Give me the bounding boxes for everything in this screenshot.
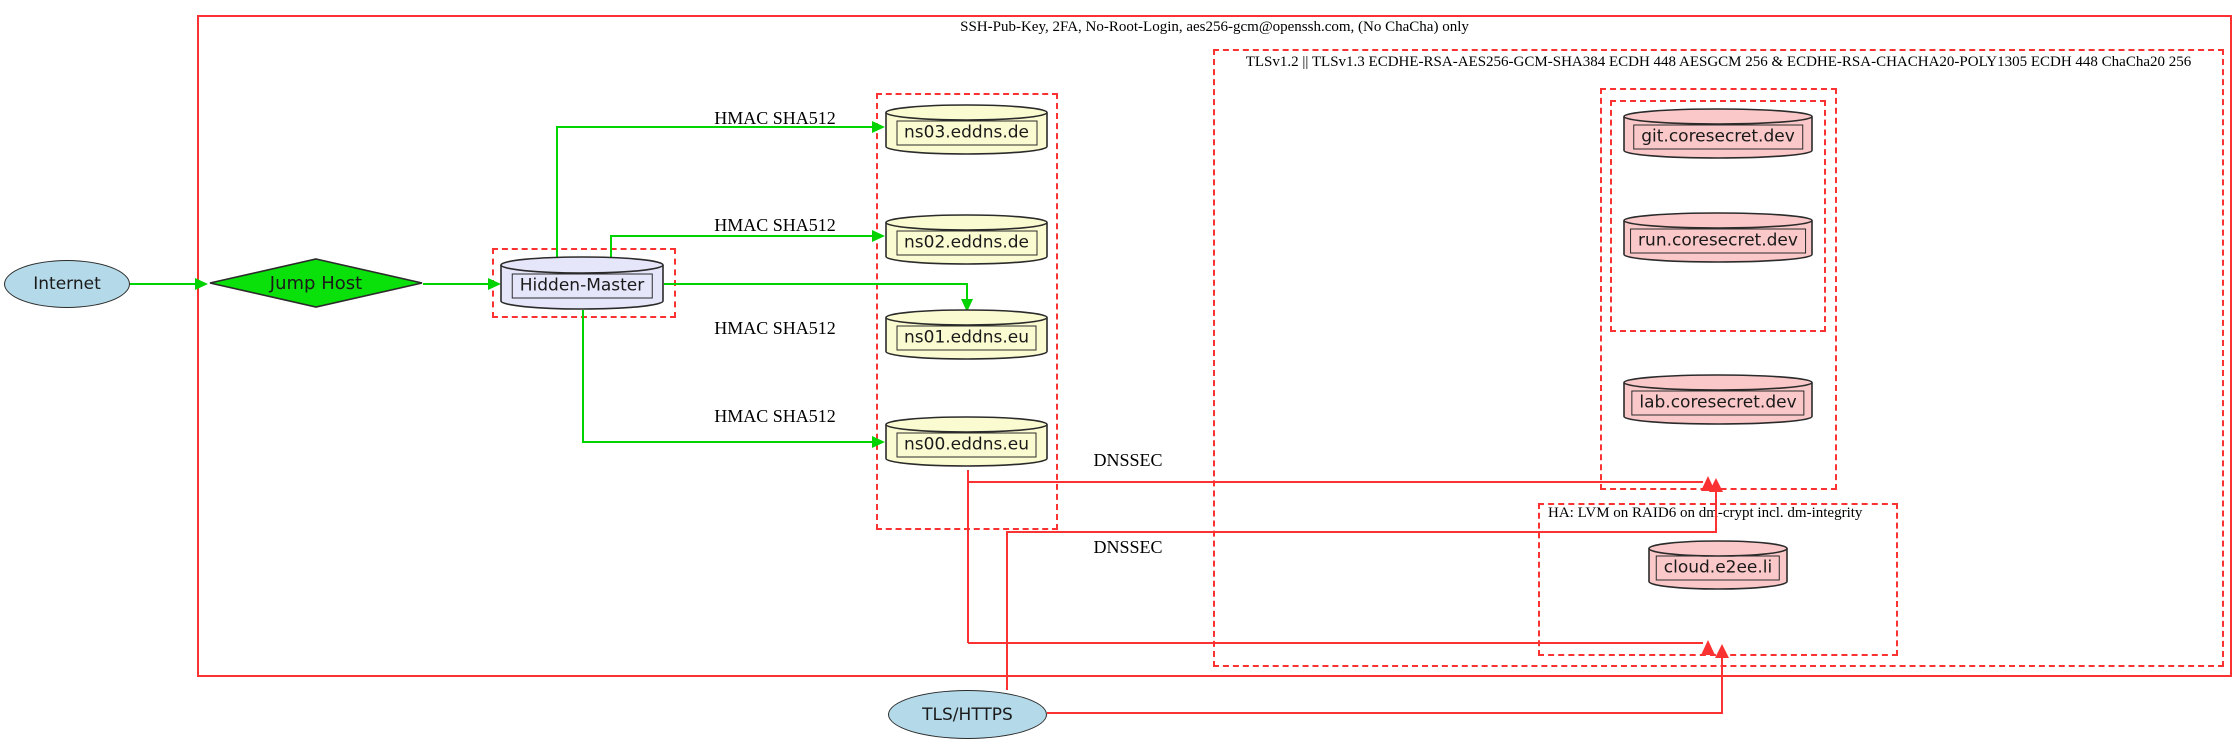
cylinder-shape-icon [1623,108,1813,159]
node-internet: Internet [4,260,130,308]
edge-label-hmac-ns01: HMAC SHA512 [714,318,836,338]
node-internet-label: Internet [33,274,101,294]
arrowhead-dnssec-ha [1701,640,1715,655]
arrowhead-jumphost-hiddenmaster [488,278,501,290]
node-ns00: ns00.eddns.eu [885,416,1048,467]
node-ns03: ns03.eddns.de [885,104,1048,155]
node-ns02-label: ns02.eddns.de [896,230,1037,256]
edge-hm-ns00 [582,310,872,443]
node-tls-https-label: TLS/HTTPS [922,704,1013,725]
node-git-label: git.coresecret.dev [1633,124,1803,150]
node-run: run.coresecret.dev [1623,212,1813,263]
arrowhead-hm-ns01 [961,299,973,312]
arrowhead-hm-ns03 [872,121,885,133]
cluster-tls-boundary [1213,49,2224,667]
node-ns01-label: ns01.eddns.eu [896,325,1037,351]
cylinder-shape-icon [1623,374,1813,425]
node-cloud-label: cloud.e2ee.li [1655,555,1781,581]
edge-hm-ns02 [610,235,872,259]
cluster-ssh-boundary [197,15,2232,677]
cylinder-shape-icon [1623,212,1813,263]
node-tls-https: TLS/HTTPS [888,690,1047,739]
node-cloud: cloud.e2ee.li [1648,540,1788,590]
arrowhead-tls-coresecret [1709,478,1723,492]
ssh-policy-label: SSH-Pub-Key, 2FA, No-Root-Login, aes256-… [960,19,1469,35]
edge-hm-ns01 [664,283,968,299]
cylinder-shape-icon [885,104,1048,155]
edge-tls-coresecret [1006,492,1717,690]
cylinder-shape-icon [885,214,1048,265]
node-ns03-label: ns03.eddns.de [896,120,1037,146]
cluster-coresecret-inner-boundary [1610,100,1826,332]
node-ns02: ns02.eddns.de [885,214,1048,265]
arrowhead-hm-ns02 [872,230,885,242]
node-lab: lab.coresecret.dev [1623,374,1813,425]
cylinder-shape-icon [885,309,1048,360]
node-run-label: run.coresecret.dev [1630,228,1806,254]
node-jump-host: Jump Host [209,258,423,308]
node-git: git.coresecret.dev [1623,108,1813,159]
tls-cipher-label: TLSv1.2 || TLSv1.3 ECDHE-RSA-AES256-GCM-… [1245,54,2192,70]
diamond-shape-icon [209,258,423,308]
node-ns01: ns01.eddns.eu [885,309,1048,360]
cylinder-shape-icon [1648,540,1788,590]
ha-storage-label: HA: LVM on RAID6 on dm-crypt incl. dm-in… [1548,505,1863,521]
node-lab-label: lab.coresecret.dev [1631,390,1805,416]
node-hidden-master-label: Hidden-Master [511,273,653,299]
node-jump-host-label: Jump Host [269,272,363,294]
node-ns00-label: ns00.eddns.eu [896,432,1037,458]
arrowhead-internet-jumphost [195,278,208,290]
edge-tls-ha [1047,658,1723,714]
arrowhead-tls-ha [1715,644,1729,658]
node-hidden-master: Hidden-Master [500,256,664,310]
edge-label-dnssec-ha: DNSSEC [1093,537,1163,557]
edge-label-hmac-ns02: HMAC SHA512 [714,215,836,235]
edge-label-hmac-ns00: HMAC SHA512 [714,406,836,426]
edge-label-dnssec-coresecret: DNSSEC [1093,450,1163,470]
arrowhead-hm-ns00 [872,436,885,448]
edge-label-hmac-ns03: HMAC SHA512 [714,108,836,128]
cylinder-shape-icon [885,416,1048,467]
edge-hm-ns03 [556,126,872,259]
